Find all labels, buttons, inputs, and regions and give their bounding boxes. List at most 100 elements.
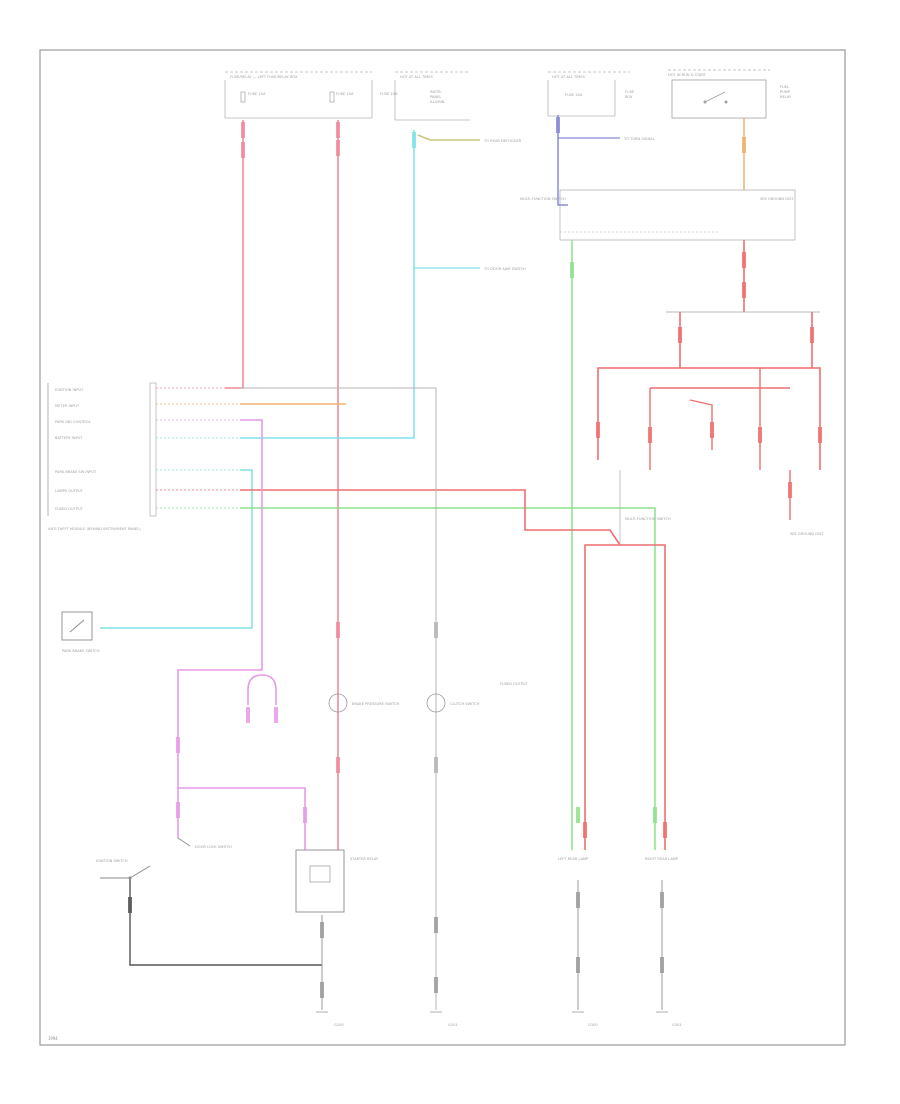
multi-function-module: MULTI-FUNCTION SWITCH SEE GROUND DIST.	[520, 189, 796, 241]
connector-bead	[434, 757, 438, 773]
wire-green-2	[240, 507, 656, 850]
wire-navy-1	[557, 115, 568, 206]
connector-bead	[303, 807, 307, 823]
diagram-border	[39, 49, 846, 1046]
coil-icon	[309, 865, 331, 883]
fuse-right-line-1: BOX	[625, 95, 633, 99]
connector-bead	[241, 142, 245, 158]
lamp-left-label: LEFT REAR LAMP	[558, 857, 589, 861]
door-lock-switch: DOOR LOCK SWITCH	[177, 837, 232, 849]
relay-line-1: PUMP	[780, 90, 791, 94]
connector-bead	[758, 427, 762, 443]
connector-bead	[336, 757, 340, 773]
pin-label-6: FUSED OUTPUT	[55, 507, 84, 511]
fuse-block-mid: HOT AT ALL TIMES FUSE 10A INSTR. PANEL I…	[380, 71, 470, 121]
wire-red-g	[689, 399, 713, 450]
ground-g301: G301	[656, 1011, 682, 1027]
connector-bead	[663, 822, 667, 838]
wire-red-a	[597, 312, 681, 460]
gnd4-label: G301	[672, 1023, 682, 1027]
connector-bead	[576, 957, 580, 973]
fused-note-label: FUSED OUTPUT	[500, 682, 529, 686]
connector-beads	[128, 117, 822, 998]
wire-gray-1	[240, 387, 437, 1010]
switch-icon	[177, 837, 191, 847]
connector-bead	[710, 422, 714, 438]
ignition-label: IGNITION SWITCH	[96, 859, 128, 863]
fuse-mid-fuse: FUSE 10A	[380, 92, 398, 96]
connector-bead	[648, 427, 652, 443]
footer-code: 1994	[48, 1036, 58, 1041]
ground-g200: G200	[316, 1011, 344, 1027]
pin-label-4: PARK BRAKE SW INPUT	[55, 470, 97, 474]
fuse-right-line-0: FUSE	[625, 90, 635, 94]
connector-bead	[320, 922, 324, 938]
lamp-right-label: RIGHT REAR LAMP	[645, 857, 679, 861]
pin-label-5: LAMPS OUTPUT	[55, 489, 84, 493]
pin-label-3: BATTERY INPUT	[55, 436, 83, 440]
connector-bead	[742, 137, 746, 153]
wire-dark	[129, 878, 322, 966]
connector-bead	[434, 622, 438, 638]
connector-caption: ANTI-THEFT MODULE (BEHIND INSTRUMENT PAN…	[48, 527, 141, 531]
pin-label-2: PARK IND CONTROL	[55, 420, 91, 424]
fuse-mid-line-1: PANEL	[430, 95, 441, 99]
connector-bead	[434, 977, 438, 993]
pin-label-0: IGNITION INPUT	[55, 388, 84, 392]
relay-box-title: HOT IN RUN & START	[668, 73, 707, 77]
park-switch-label: PARK BRAKE SWITCH	[62, 649, 100, 653]
connector-bead	[336, 122, 340, 138]
connector-bead	[570, 262, 574, 278]
ignition-switch: IGNITION SWITCH	[96, 859, 151, 880]
connector-bead	[742, 282, 746, 298]
top-cyan-note: TO REAR DEFOGGER	[483, 139, 522, 143]
connector-bead	[660, 957, 664, 973]
fuse-mid-line-0: INSTR.	[430, 90, 442, 94]
switch-icon	[100, 865, 151, 879]
connector-bead	[336, 140, 340, 156]
connector-bead	[788, 482, 792, 498]
connector-bead	[412, 132, 416, 148]
brake-pressure-label: BRAKE PRESSURE SWITCH	[352, 702, 399, 706]
connector-bead	[556, 117, 560, 133]
wire-cyan-3	[100, 469, 253, 629]
fuse-10a-label: FUSE 10A	[336, 92, 354, 96]
fuse-icon	[329, 91, 335, 103]
ground-note: SEE GROUND DIST.	[790, 532, 824, 536]
fuse-15a-label: FUSE 15A	[248, 92, 266, 96]
wire-red-main-2	[620, 544, 666, 850]
fuse-block-right-title: HOT AT ALL TIMES	[552, 75, 586, 79]
mid-cyan-note: TO DOOR AJAR SWITCH	[483, 267, 526, 271]
relay-line-0: FUEL	[780, 85, 789, 89]
fuse-icon	[240, 91, 246, 103]
connector-bead	[596, 422, 600, 438]
fused-output-note: FUSED OUTPUT	[500, 682, 529, 686]
connector-bead	[176, 802, 180, 818]
connector-bead	[810, 327, 814, 343]
switch-icon	[69, 619, 85, 633]
connector-bead	[818, 427, 822, 443]
park-brake-switch: PARK BRAKE SWITCH	[61, 611, 100, 653]
relay-contact-icon	[704, 91, 726, 103]
module-left-label: MULTI-FUNCTION SWITCH	[520, 197, 566, 201]
relay-line-2: RELAY	[780, 95, 792, 99]
wire-pink-1	[225, 120, 244, 389]
connector-bead	[241, 122, 245, 138]
relay-box: HOT IN RUN & START FUEL PUMP RELAY	[668, 69, 792, 119]
gnd1-label: G200	[334, 1023, 344, 1027]
connector-bead	[583, 822, 587, 838]
connector-bead	[336, 622, 340, 638]
connector-bead	[678, 327, 682, 343]
wire-red-c	[812, 367, 821, 470]
connector-bead	[653, 807, 657, 823]
fuse-right-fuse: FUSE 20A	[565, 93, 583, 97]
connector-bead	[176, 737, 180, 753]
connector-bead	[274, 707, 278, 723]
fuse-block-left-title: FUSE/RELAY — LEFT FUSE/RELAY BOX	[230, 75, 298, 79]
clutch-switch: CLUTCH SWITCH	[426, 693, 480, 713]
ground-g300: G300	[572, 1011, 598, 1027]
gnd3-label: G300	[588, 1023, 598, 1027]
navy-note: TO TURN SIGNAL	[623, 137, 655, 141]
